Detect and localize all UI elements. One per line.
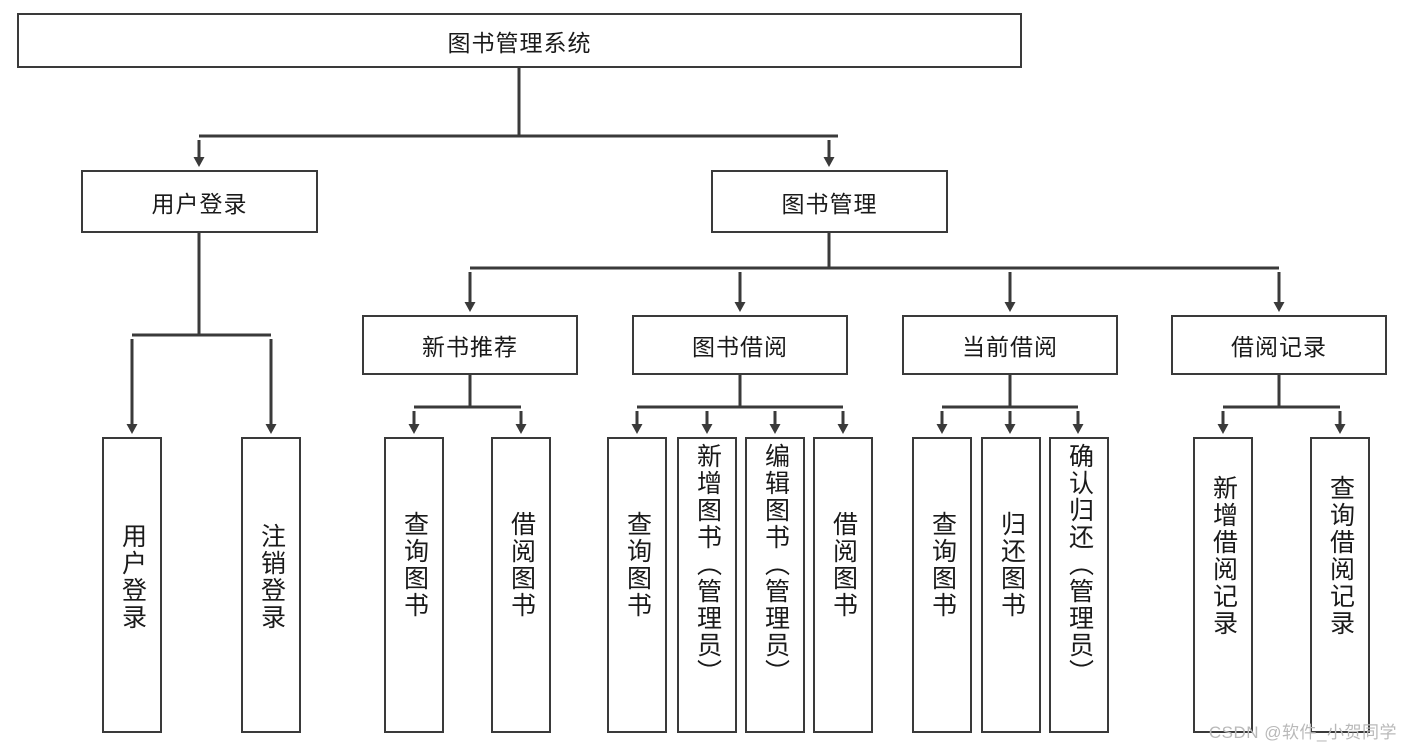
- node-label: 图书借阅: [692, 334, 788, 360]
- leaf-edit-book[interactable]: 编辑图书（管理员）: [745, 437, 805, 733]
- leaf-add-record[interactable]: 新增借阅记录: [1193, 437, 1253, 733]
- leaf-label: 确认归还（管理员）: [1065, 443, 1094, 686]
- leaf-query-record[interactable]: 查询借阅记录: [1310, 437, 1370, 733]
- leaf-query-book-3[interactable]: 查询图书: [912, 437, 972, 733]
- leaf-label: 借阅图书: [829, 511, 858, 619]
- node-user-login[interactable]: 用户登录: [81, 170, 318, 233]
- node-label: 当前借阅: [962, 334, 1058, 360]
- leaf-label: 注销登录: [257, 523, 286, 631]
- leaf-label: 查询图书: [928, 511, 957, 619]
- node-label: 图书管理: [781, 190, 878, 217]
- node-label: 用户登录: [151, 190, 248, 217]
- node-label: 图书管理系统: [447, 29, 592, 56]
- leaf-return-book[interactable]: 归还图书: [981, 437, 1041, 733]
- node-label: 借阅记录: [1231, 334, 1327, 360]
- leaf-label: 用户登录: [118, 523, 147, 631]
- leaf-label: 借阅图书: [507, 511, 536, 619]
- leaf-query-book-2[interactable]: 查询图书: [607, 437, 667, 733]
- leaf-borrow-book-2[interactable]: 借阅图书: [813, 437, 873, 733]
- node-borrow-record[interactable]: 借阅记录: [1171, 315, 1387, 375]
- leaf-label: 新增借阅记录: [1209, 475, 1238, 637]
- leaf-logout[interactable]: 注销登录: [241, 437, 301, 733]
- node-book-manage[interactable]: 图书管理: [711, 170, 948, 233]
- csdn-watermark: CSDN @软件_小贺同学: [1208, 723, 1397, 742]
- node-label: 新书推荐: [422, 334, 518, 360]
- node-root[interactable]: 图书管理系统: [17, 13, 1022, 68]
- leaf-add-book[interactable]: 新增图书（管理员）: [677, 437, 737, 733]
- leaf-confirm-return[interactable]: 确认归还（管理员）: [1049, 437, 1109, 733]
- leaf-label: 查询图书: [623, 511, 652, 619]
- leaf-label: 新增图书（管理员）: [693, 443, 722, 686]
- node-current-borrow[interactable]: 当前借阅: [902, 315, 1118, 375]
- leaf-label: 编辑图书（管理员）: [761, 443, 790, 686]
- leaf-borrow-book-1[interactable]: 借阅图书: [491, 437, 551, 733]
- node-new-book-rec[interactable]: 新书推荐: [362, 315, 578, 375]
- leaf-label: 查询图书: [400, 511, 429, 619]
- leaf-label: 查询借阅记录: [1326, 475, 1355, 637]
- node-book-borrow[interactable]: 图书借阅: [632, 315, 848, 375]
- leaf-query-book-1[interactable]: 查询图书: [384, 437, 444, 733]
- leaf-label: 归还图书: [997, 511, 1026, 619]
- leaf-user-login[interactable]: 用户登录: [102, 437, 162, 733]
